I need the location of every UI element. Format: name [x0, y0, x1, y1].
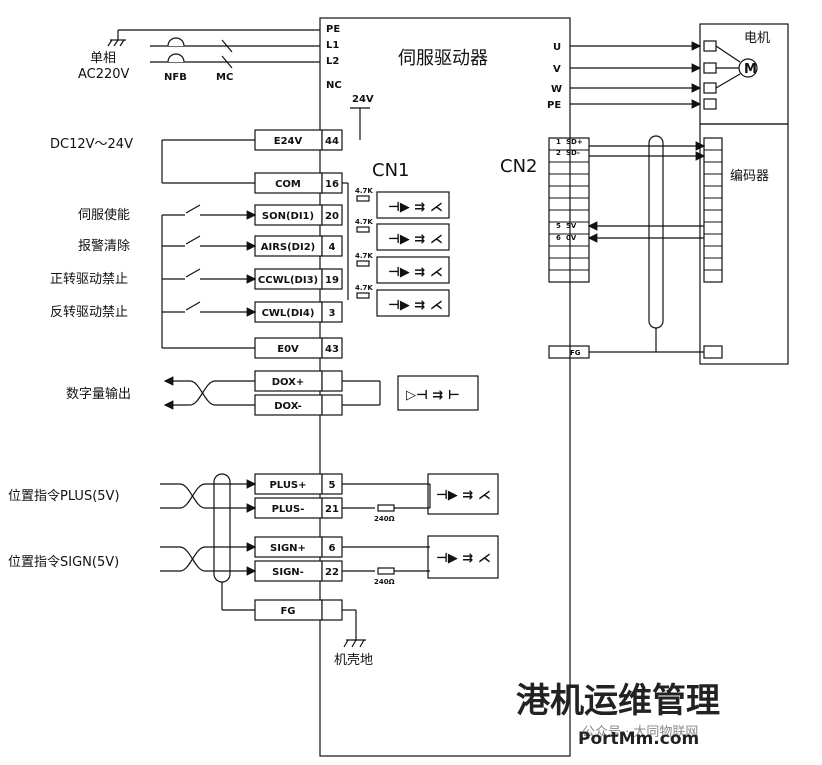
cn1-pin-num-box	[321, 337, 343, 359]
resistor-240-plus: 240Ω	[374, 515, 395, 523]
resistor-4k7-3: 4.7K	[355, 252, 373, 260]
cn2-fg-label: FG	[570, 349, 581, 357]
cn1-pin-name: SIGN+	[270, 543, 306, 554]
motor-terminal-w: W	[551, 84, 562, 95]
cn1-pin-number: 16	[325, 179, 339, 190]
motor-title: 电机	[744, 31, 770, 46]
servo-drive-box	[319, 17, 571, 757]
cn1-pin-number: 19	[325, 275, 339, 286]
svg-text:⊣▶ ⇉ ⋌: ⊣▶ ⇉ ⋌	[388, 265, 443, 280]
cn1-title: CN1	[372, 160, 410, 181]
watermark-brand: 港机运维管理	[516, 681, 720, 721]
cn1-pin-name: PLUS+	[269, 480, 306, 491]
cn2-row6-num: 6	[556, 234, 561, 242]
cn2-row1-name: SD+	[566, 138, 583, 146]
motor-terminal-v: V	[553, 64, 561, 75]
cn1-pin-name: CCWL(DI3)	[258, 275, 318, 286]
cn2-row5-name: 5V	[566, 222, 577, 230]
cn2-title: CN2	[500, 156, 538, 177]
cn2-pin-grid	[549, 137, 722, 283]
cn1-pin-num-box	[321, 204, 343, 226]
cn2-row6-name: 0V	[566, 234, 577, 242]
terminal-pe: PE	[326, 24, 340, 35]
phase-label: 单相	[90, 51, 116, 66]
cn1-pin-number: 21	[325, 504, 339, 515]
resistor-4k7-1: 4.7K	[355, 187, 373, 195]
cn1-pin-name: DOX+	[272, 377, 305, 388]
cn1-pin-name: SON(DI1)	[262, 211, 314, 222]
cn1-pin-num-box	[321, 235, 343, 257]
drive-title: 伺服驱动器	[398, 48, 488, 69]
svg-text:⊣▶ ⇉ ⋌: ⊣▶ ⇉ ⋌	[388, 232, 443, 247]
cn2-row2-num: 2	[556, 149, 561, 157]
terminal-nc: NC	[326, 80, 342, 91]
cn1-pin-name: E24V	[274, 136, 303, 147]
cn1-pin-name: DOX-	[274, 401, 302, 412]
cn2-row1-num: 1	[556, 138, 561, 146]
cn1-pin-num-box	[321, 301, 343, 323]
supply-24v: 24V	[352, 94, 374, 105]
input-label-cw-inhibit: 反转驱动禁止	[50, 305, 128, 320]
watermark-note: 公众号 · 大同物联网	[582, 725, 698, 740]
cn1-pin-num-box	[321, 129, 343, 151]
resistor-4k7-4: 4.7K	[355, 284, 373, 292]
cn1-pin-name: E0V	[277, 344, 299, 355]
dc-supply-label: DC12V～24V	[50, 137, 133, 152]
cn1-pin-number: 44	[325, 136, 339, 147]
input-label-servo-enable: 伺服使能	[78, 207, 130, 223]
svg-text:⊣▶ ⇉ ⋌: ⊣▶ ⇉ ⋌	[436, 551, 491, 566]
svg-text:⊣▶ ⇉ ⋌: ⊣▶ ⇉ ⋌	[436, 488, 491, 503]
cn1-pin-number: 43	[325, 344, 339, 355]
cn2-row5-num: 5	[556, 222, 561, 230]
resistor-240-sign: 240Ω	[374, 578, 395, 586]
svg-text:⊣▶ ⇉ ⋌: ⊣▶ ⇉ ⋌	[388, 298, 443, 313]
terminal-l2: L2	[326, 56, 339, 67]
motor-terminal-u: U	[553, 42, 561, 53]
resistor-4k7-2: 4.7K	[355, 218, 373, 226]
cn1-pin-number: 6	[329, 543, 336, 554]
chassis-ground-label: 机壳地	[334, 653, 373, 668]
motor-symbol: M	[744, 62, 757, 77]
pulse-sign-label: 位置指令SIGN(5V)	[8, 555, 119, 570]
cn1-pin-name: COM	[275, 179, 301, 190]
svg-text:▷⊣ ⇉ ⊢: ▷⊣ ⇉ ⊢	[406, 388, 460, 403]
pulse-plus-label: 位置指令PLUS(5V)	[8, 489, 120, 504]
voltage-label: AC220V	[78, 67, 130, 82]
mc-label: MC	[216, 72, 233, 83]
motor-terminal-pe: PE	[547, 100, 561, 111]
cn1-pin-name: PLUS-	[272, 504, 305, 515]
cn1-pin-num-box	[321, 268, 343, 290]
input-label-alarm-clear: 报警清除	[78, 238, 130, 254]
cn1-pin-name: CWL(DI4)	[262, 308, 315, 319]
cn2-row2-name: SD-	[566, 149, 580, 157]
cn1-pin-number: 20	[325, 211, 339, 222]
cn1-pin-name: AIRS(DI2)	[261, 242, 315, 253]
cn1-pin-number: 3	[329, 308, 336, 319]
watermark-site: PortMm.com	[578, 729, 699, 749]
cn1-pin-name: FG	[280, 606, 295, 617]
cn1-pin-name: SIGN-	[272, 567, 304, 578]
cn1-pin-num-box	[321, 394, 343, 416]
cn1-pin-number: 22	[325, 567, 339, 578]
input-label-ccw-inhibit: 正转驱动禁止	[50, 272, 128, 287]
cn1-pin-number: 4	[329, 242, 336, 253]
cn1-pin-num-box	[321, 599, 343, 621]
cn1-pin-num-box	[321, 370, 343, 392]
encoder-box	[699, 123, 789, 365]
terminal-l1: L1	[326, 40, 339, 51]
nfb-label: NFB	[164, 72, 187, 83]
encoder-label: 编码器	[730, 169, 769, 184]
svg-text:⊣▶ ⇉ ⋌: ⊣▶ ⇉ ⋌	[388, 200, 443, 215]
cn1-pin-number: 5	[329, 480, 336, 491]
digital-output-label: 数字量输出	[66, 386, 131, 402]
